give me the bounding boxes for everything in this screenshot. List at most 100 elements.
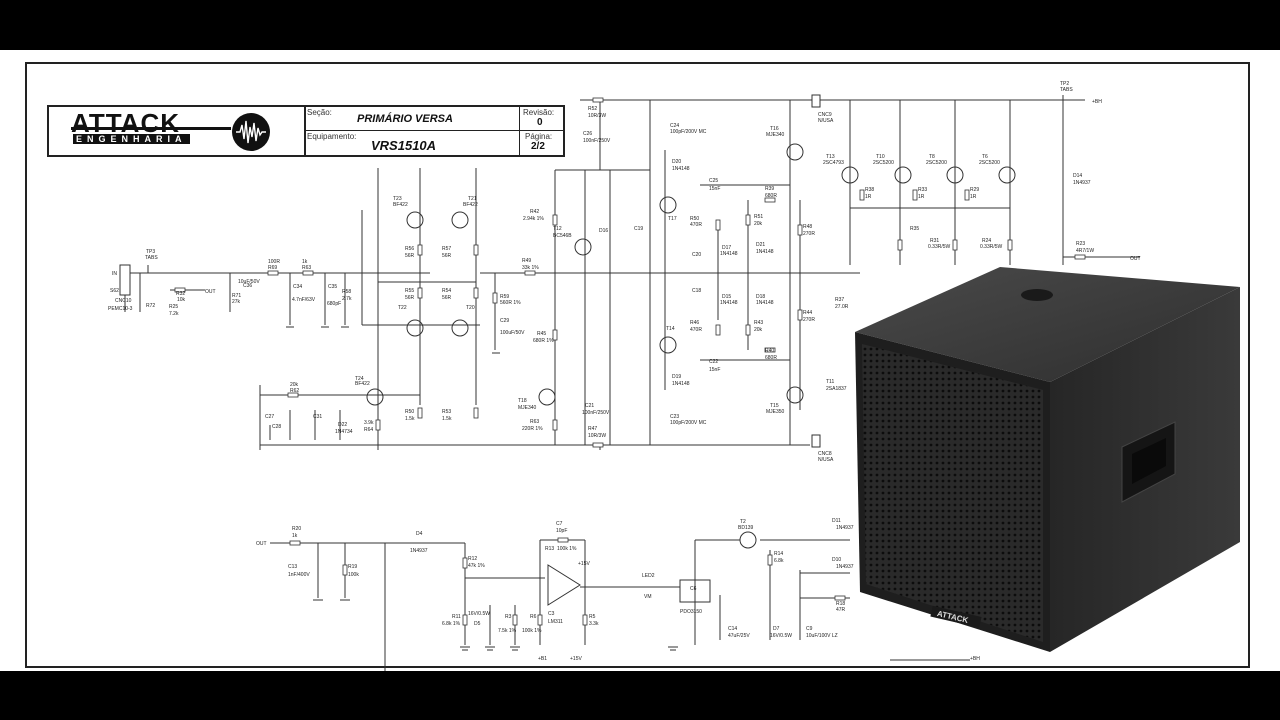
label: T14: [666, 326, 675, 332]
label: C31: [313, 414, 322, 420]
equipamento-label: Equipamento:: [307, 132, 357, 141]
label: D10: [832, 557, 841, 563]
label: 20k: [290, 382, 299, 388]
label: C23: [670, 414, 679, 420]
label: 680pF: [327, 301, 341, 307]
label: T12: [553, 226, 562, 232]
ground-symbols: [286, 326, 678, 651]
label: PDO3150: [680, 609, 702, 615]
label: R42: [530, 209, 539, 215]
label: 1R: [865, 194, 872, 200]
secao-value: PRIMÁRIO VERSA: [357, 113, 453, 125]
label: R53: [442, 409, 451, 415]
label: 1N4148: [720, 300, 738, 306]
label: C26: [583, 131, 592, 137]
label: VM: [644, 594, 652, 600]
label: 1N4148: [756, 300, 774, 306]
label: +BH: [970, 656, 980, 662]
label: 470R: [690, 327, 702, 333]
label: OUT: [1130, 256, 1141, 262]
connector-symbols: [119, 94, 821, 448]
label: R63: [530, 419, 539, 425]
label: D21: [756, 242, 765, 248]
label: C3: [548, 611, 555, 617]
label: T17: [668, 216, 677, 222]
label: 100nF/250V: [582, 410, 610, 416]
label: T6: [982, 154, 988, 160]
label: OUT: [256, 541, 267, 547]
label: 16V/0.5W: [770, 633, 792, 639]
label: T22: [398, 305, 407, 311]
label: C6: [690, 586, 697, 592]
label: R63: [302, 265, 311, 271]
resistor-symbols: [174, 97, 1086, 626]
label: 47k 1%: [468, 563, 485, 569]
label: R20: [292, 526, 301, 532]
label: MJE340: [766, 132, 785, 138]
label: C25: [709, 178, 718, 184]
label: 1N4937: [410, 548, 428, 554]
label: D22: [338, 422, 347, 428]
label: 270R: [803, 231, 815, 237]
label: D18: [756, 294, 765, 300]
label: +B1: [538, 656, 547, 662]
label: 100uF/50V: [500, 330, 525, 336]
label: 15nF: [709, 186, 720, 192]
divider: [519, 107, 520, 155]
label: BF422: [355, 381, 370, 387]
logo-bar: [71, 127, 231, 130]
label: 6.8k 1%: [442, 621, 461, 627]
label: R43: [754, 320, 763, 326]
label: 56R: [442, 295, 452, 301]
label: MJE340: [518, 405, 537, 411]
label: R54: [442, 288, 451, 294]
label: 100R: [268, 259, 280, 265]
label: 7.5k 1%: [498, 628, 517, 634]
label: R37: [835, 297, 844, 303]
label: R25: [169, 304, 178, 310]
label: 27.0R: [835, 304, 849, 310]
label: 1N4148: [672, 381, 690, 387]
label: R29: [970, 187, 979, 193]
label: D11: [832, 518, 841, 524]
label: R47: [588, 426, 597, 432]
label: C28: [272, 424, 281, 430]
label: 4.7nF/63V: [292, 297, 316, 303]
pagina-label: Página:: [525, 132, 553, 141]
speaker-cabinet-image: ATTACK: [855, 267, 1240, 652]
label: R39: [765, 186, 774, 192]
label: 1.5k: [405, 416, 415, 422]
label: C34: [293, 284, 302, 290]
label: MJE350: [766, 409, 785, 415]
label: R44: [803, 310, 812, 316]
label: R31: [930, 238, 939, 244]
label: 1k: [302, 259, 308, 265]
label: T13: [826, 154, 835, 160]
label: T23: [393, 196, 402, 202]
label: R19: [348, 564, 357, 570]
label: 1N4937: [1073, 180, 1091, 186]
label: 1.5k: [442, 416, 452, 422]
label: 470R: [690, 222, 702, 228]
label: 7.2k: [169, 311, 179, 317]
label: 2SC5200: [979, 160, 1000, 166]
label: 1k: [292, 533, 298, 539]
label: R56: [405, 246, 414, 252]
label: 1N4148: [756, 249, 774, 255]
label: 1R: [918, 194, 925, 200]
label: 1N4937: [836, 525, 854, 531]
label: CNC8: [818, 451, 832, 457]
label: TP3: [146, 249, 155, 255]
label: 56R: [442, 253, 452, 259]
label: 560R 1%: [500, 300, 521, 306]
label: C14: [728, 626, 737, 632]
label: 56R: [405, 295, 415, 301]
label: IN: [112, 271, 117, 277]
label: 680R: [765, 355, 777, 361]
label: R58: [342, 289, 351, 295]
handle-recess: [1132, 438, 1166, 484]
label: +15V: [578, 561, 590, 567]
label: C24: [670, 123, 679, 129]
revisao-label: Revisão:: [523, 108, 555, 117]
label: 0.33R/5W: [980, 244, 1003, 250]
